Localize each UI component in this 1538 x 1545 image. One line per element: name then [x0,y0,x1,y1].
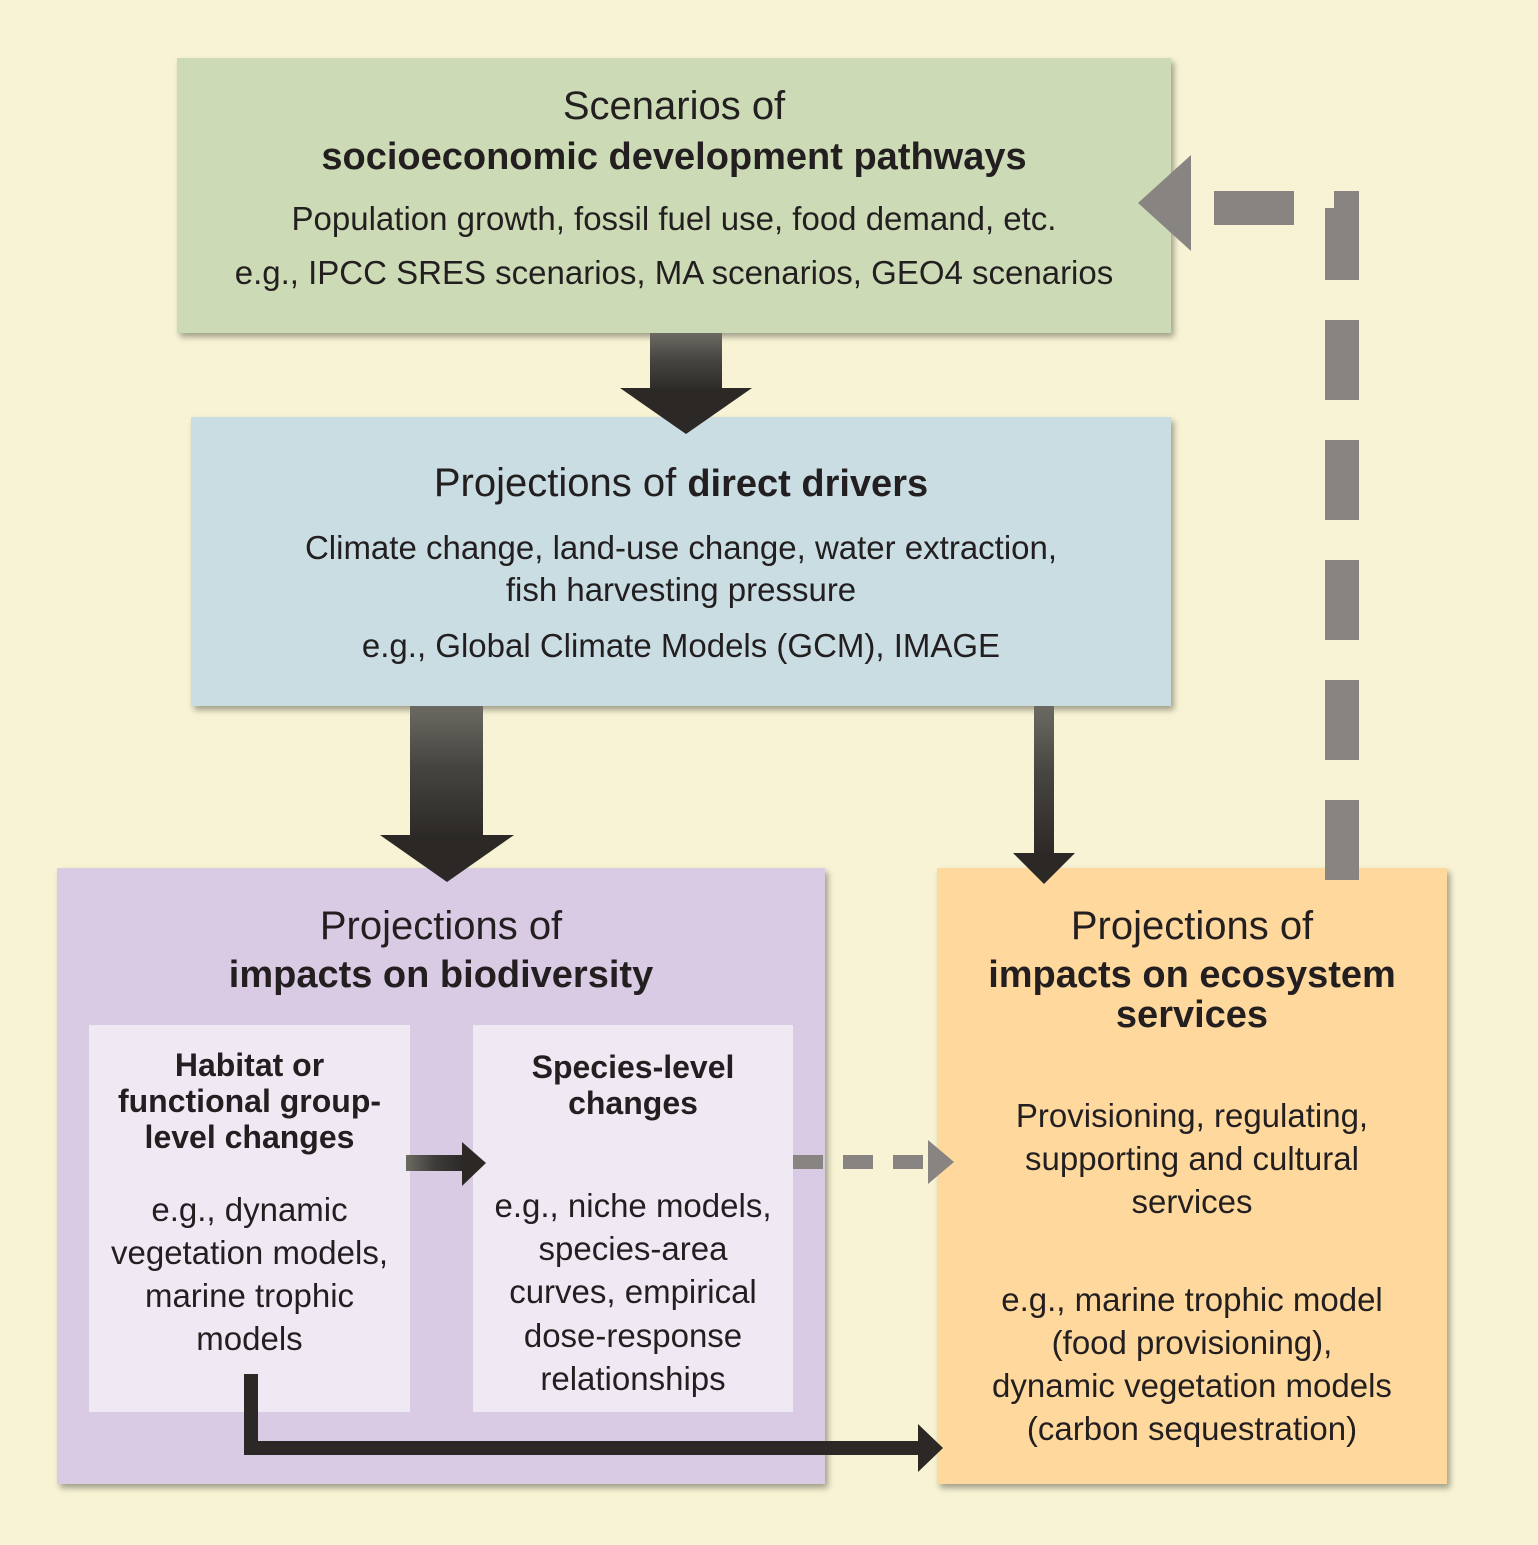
ecosystem-title-line1: impacts on ecosystem [988,954,1396,996]
habitat-example-line1: e.g., dynamic [151,1191,348,1228]
species-example-line3: curves, empirical [509,1273,757,1310]
drivers-text-line2: fish harvesting pressure [505,571,857,608]
drivers-heading: Projections of direct drivers [191,461,1171,506]
ecosystem-services-line3: services [1131,1183,1253,1220]
drivers-text-line1: Climate change, land-use change, water e… [304,529,1058,566]
ecosystem-example-line4: (carbon sequestration) [1026,1410,1358,1447]
direct-drivers-box: Projections of direct drivers Climate ch… [191,417,1171,706]
socioeconomic-title: socioeconomic development pathways [321,136,1027,178]
ecosystem-example-line1: e.g., marine trophic model [1001,1281,1383,1318]
drivers-examples-text: e.g., Global Climate Models (GCM), IMAGE [361,627,1001,664]
habitat-title-line1: Habitat or [174,1047,325,1083]
habitat-example-line4: models [196,1320,303,1357]
species-example-line1: e.g., niche models, [494,1187,772,1224]
species-title-line1: Species-level [531,1049,735,1085]
ecosystem-example-line2: (food provisioning), [1051,1324,1333,1361]
drivers-title: direct drivers [687,463,929,505]
ecosystem-title-line2: services [1115,994,1269,1036]
socioeconomic-examples-text: e.g., IPCC SRES scenarios, MA scenarios,… [234,254,1114,291]
socioeconomic-drivers-text: Population growth, fossil fuel use, food… [291,200,1057,237]
species-title-line2: changes [568,1085,698,1121]
socioeconomic-prefix: Scenarios of [562,84,786,128]
arrow-drivers-to-ecosystem [1013,706,1075,884]
habitat-title-line2: functional group- [117,1083,382,1119]
biodiversity-impacts-box: Projections of impacts on biodiversity H… [57,868,825,1484]
ecosystem-prefix: Projections of [1070,904,1314,948]
species-example-line5: relationships [540,1360,726,1397]
arrow-drivers-to-biodiversity [380,706,514,882]
species-example-line2: species-area [538,1230,728,1267]
habitat-title-line3: level changes [144,1119,355,1155]
species-example-line4: dose-response [523,1317,743,1354]
habitat-level-panel: Habitat or functional group- level chang… [89,1025,410,1412]
habitat-example-line2: vegetation models, [110,1234,388,1271]
ecosystem-example-line3: dynamic vegetation models [992,1367,1392,1404]
ecosystem-services-line1: Provisioning, regulating, [1015,1097,1369,1134]
socioeconomic-scenarios-box: Scenarios of socioeconomic development p… [177,58,1171,333]
habitat-example-line3: marine trophic [144,1277,355,1314]
biodiversity-prefix: Projections of [319,904,563,948]
species-level-panel: Species-level changes e.g., niche models… [473,1025,793,1412]
ecosystem-services-line2: supporting and cultural [1025,1140,1359,1177]
ecosystem-services-box: Projections of impacts on ecosystem serv… [937,868,1447,1484]
biodiversity-title: impacts on biodiversity [228,954,654,996]
drivers-prefix: Projections of [433,461,677,505]
